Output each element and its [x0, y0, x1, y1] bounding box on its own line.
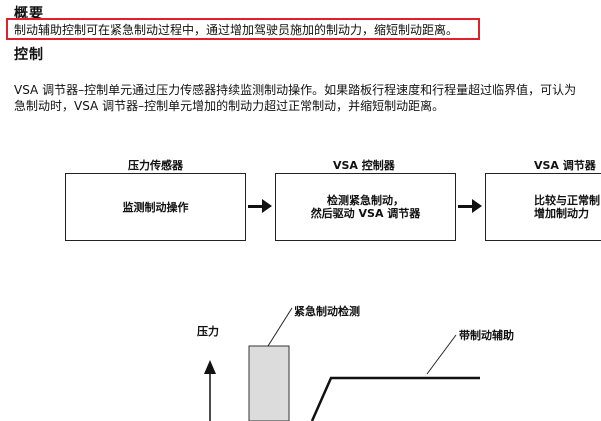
brake-assist-curve	[310, 376, 480, 421]
flow-arrow-shaft	[458, 205, 474, 208]
control-text-line1: VSA 调节器–控制单元通过压力传感器持续监测制动操作。如果踏板行程速度和行程量…	[14, 83, 577, 97]
flow-box-text: 检测紧急制动， 然后驱动 VSA 调节器	[310, 194, 421, 220]
y-axis-arrowhead	[204, 360, 216, 374]
flow-header-pressure-sensor: 压力传感器	[128, 159, 183, 172]
flow-box-pressure-sensor: 监测制动操作	[65, 173, 246, 241]
flow-arrow-shaft	[248, 205, 264, 208]
flow-box-text: 监测制动操作	[122, 200, 189, 214]
control-title: 控制	[14, 47, 44, 63]
emergency-detection-band	[248, 345, 290, 421]
flow-header-vsa-modulator: VSA 调节器	[534, 159, 596, 172]
emergency-detection-label: 紧急制动检测	[294, 305, 360, 318]
brake-assist-label: 带制动辅助	[459, 329, 514, 342]
assist-leader-line	[426, 334, 457, 375]
flow-arrow-head	[262, 199, 272, 213]
control-text-line2: 急制动时，VSA 调节器–控制单元增加的制动力超过正常制动，并缩短制动距离。	[14, 99, 445, 113]
flow-header-vsa-controller: VSA 控制器	[333, 159, 395, 172]
graph-ylabel: 压力	[197, 325, 219, 338]
flow-box-text: 比较与正常制 增加制动力	[534, 194, 600, 220]
flow-arrow-head	[472, 199, 482, 213]
flow-box-vsa-controller: 检测紧急制动， 然后驱动 VSA 调节器	[275, 173, 456, 241]
emergency-leader-line	[267, 307, 293, 347]
highlight-box	[6, 18, 480, 40]
overview-text: 制动辅助控制可在紧急制动过程中，通过增加驾驶员施加的制动力，缩短制动距离。	[14, 23, 459, 37]
flow-box-vsa-modulator: 比较与正常制 增加制动力	[485, 173, 601, 241]
